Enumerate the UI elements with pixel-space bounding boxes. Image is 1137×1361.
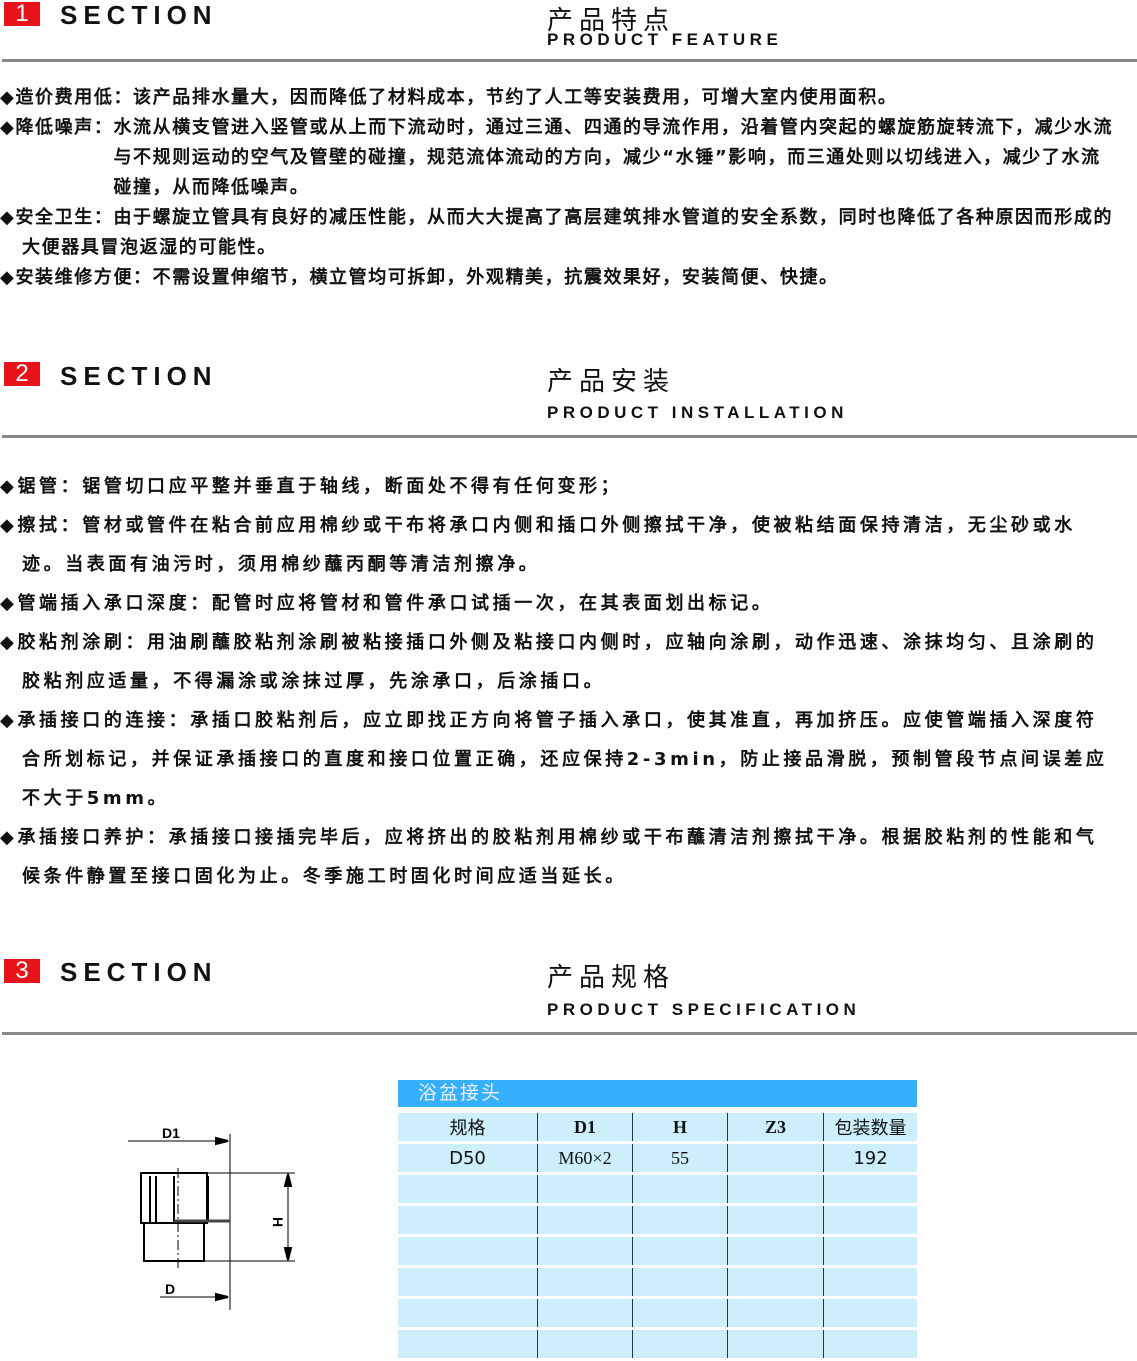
- list-item: ◆锯管：锯管切口应平整并垂直于轴线，断面处不得有任何变形；: [0, 476, 623, 497]
- header-cell: D1: [537, 1113, 632, 1141]
- spec-table-title: 浴盆接头: [398, 1080, 917, 1107]
- divider: [2, 59, 1137, 62]
- cell: M60×2: [537, 1144, 632, 1172]
- spec-table: 规格 D1 H Z3 包装数量 D50 M60×2 55 192: [398, 1110, 917, 1361]
- table-row: [398, 1206, 917, 1234]
- svg-text:D: D: [165, 1281, 175, 1297]
- section-title-en: PRODUCT SPECIFICATION: [547, 1000, 861, 1019]
- section-title-cn: 产品规格: [547, 963, 676, 993]
- svg-text:D1: D1: [162, 1125, 180, 1141]
- section-label: SECTION: [60, 361, 218, 391]
- list-item: ◆造价费用低：该产品排水量大，因而降低了材料成本，节约了人工等安装费用，可增大室…: [0, 87, 898, 108]
- divider: [2, 435, 1137, 438]
- cell: [727, 1144, 823, 1172]
- header-cell: 规格: [398, 1113, 537, 1141]
- table-row: [398, 1299, 917, 1327]
- table-row: D50 M60×2 55 192: [398, 1144, 917, 1172]
- divider: [2, 1032, 1137, 1035]
- section-title-cn: 产品特点: [547, 6, 676, 36]
- feature-list: ◆造价费用低：该产品排水量大，因而降低了材料成本，节约了人工等安装费用，可增大室…: [0, 83, 1115, 293]
- list-item: ◆管端插入承口深度：配管时应将管材和管件承口试插一次，在其表面划出标记。: [0, 593, 774, 614]
- installation-list: ◆锯管：锯管切口应平整并垂直于轴线，断面处不得有任何变形； ◆擦拭：管材或管件在…: [0, 467, 1115, 896]
- table-row: [398, 1330, 917, 1358]
- list-item: ◆安装维修方便：不需设置伸缩节，横立管均可拆卸，外观精美，抗震效果好，安装简便、…: [0, 267, 839, 288]
- fitting-drawing: D1 D H: [128, 1125, 295, 1310]
- list-item: ◆承插接口的连接：承插口胶粘剂后，应立即找正方向将管子插入承口，使其准直，再加挤…: [0, 710, 1108, 809]
- section-number: 3: [4, 959, 40, 983]
- cell: D50: [398, 1144, 537, 1172]
- section-title-cn: 产品安装: [547, 367, 676, 397]
- section-label: SECTION: [60, 957, 218, 987]
- list-item: ◆降低噪声：水流从横支管进入竖管或从上而下流动时，通过三通、四通的导流作用，沿着…: [0, 117, 1114, 198]
- table-header-row: 规格 D1 H Z3 包装数量: [398, 1113, 917, 1141]
- cell: 55: [632, 1144, 727, 1172]
- section-label: SECTION: [60, 0, 218, 30]
- list-item: ◆安全卫生：由于螺旋立管具有良好的减压性能，从而大大提高了高层建筑排水管道的安全…: [0, 207, 1114, 258]
- list-item: ◆胶粘剂涂刷：用油刷蘸胶粘剂涂刷被粘接插口外侧及粘接口内侧时，应轴向涂刷，动作迅…: [0, 632, 1098, 692]
- section-title-en: PRODUCT FEATURE: [547, 30, 783, 49]
- list-item: ◆承插接口养护：承插接口接插完毕后，应将挤出的胶粘剂用棉纱或干布蘸清洁剂擦拭干净…: [0, 827, 1098, 887]
- header-cell: 包装数量: [823, 1113, 917, 1141]
- header-cell: Z3: [727, 1113, 823, 1141]
- section-number: 1: [4, 2, 40, 26]
- cell: 192: [823, 1144, 917, 1172]
- header-cell: H: [632, 1113, 727, 1141]
- svg-text:H: H: [270, 1217, 286, 1227]
- table-row: [398, 1268, 917, 1296]
- table-row: [398, 1175, 917, 1203]
- list-item: ◆擦拭：管材或管件在粘合前应用棉纱或干布将承口内侧和插口外侧擦拭干净，使被粘结面…: [0, 515, 1076, 575]
- section-number: 2: [4, 362, 40, 386]
- section-title-en: PRODUCT INSTALLATION: [547, 403, 848, 422]
- table-row: [398, 1237, 917, 1265]
